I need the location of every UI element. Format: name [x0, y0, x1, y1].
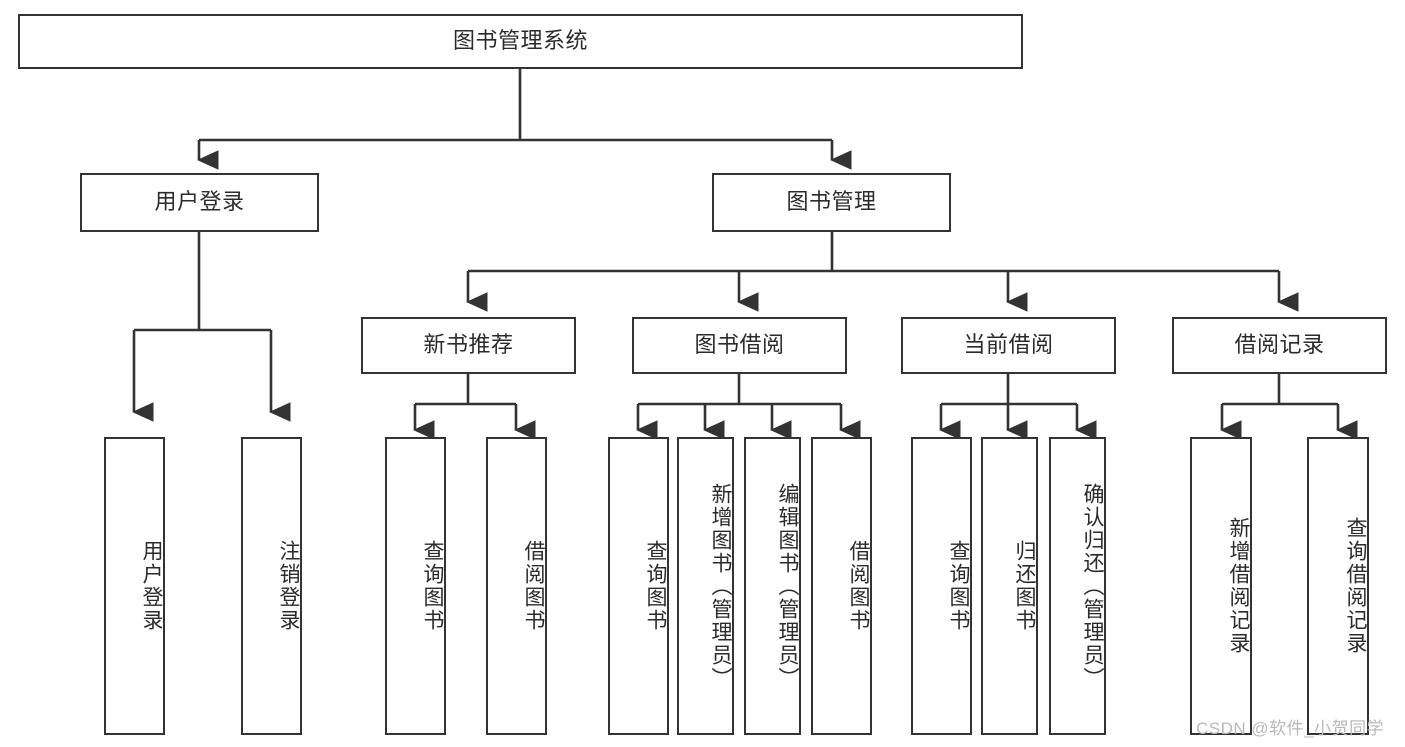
node-leaf-borrow-book-1-label: 借阅图书 [522, 540, 545, 632]
node-leaf-edit-book[interactable]: 编辑图书（管理员） [744, 437, 801, 735]
node-leaf-add-record[interactable]: 新增借阅记录 [1190, 437, 1252, 735]
node-leaf-query-book-3-label: 查询图书 [947, 540, 970, 632]
node-leaf-confirm-return-label: 确认归还（管理员） [1081, 482, 1104, 690]
node-leaf-add-book[interactable]: 新增图书（管理员） [677, 437, 734, 735]
node-leaf-user-logout[interactable]: 注销登录 [241, 437, 302, 735]
node-leaf-borrow-book-2-label: 借阅图书 [847, 540, 870, 632]
node-leaf-query-book-2[interactable]: 查询图书 [608, 437, 669, 735]
node-leaf-return-book-label: 归还图书 [1013, 540, 1036, 632]
node-root[interactable]: 图书管理系统 [18, 14, 1023, 69]
node-book-management-label: 图书管理 [786, 189, 877, 215]
csdn-watermark: CSDN @软件_小贺同学 [1196, 719, 1385, 738]
node-leaf-query-record-label: 查询借阅记录 [1344, 517, 1367, 655]
node-leaf-query-book-1[interactable]: 查询图书 [385, 437, 446, 735]
node-user-login-label: 用户登录 [154, 189, 245, 215]
node-leaf-add-book-label: 新增图书（管理员） [709, 482, 732, 690]
node-leaf-add-record-label: 新增借阅记录 [1227, 517, 1250, 655]
node-user-login[interactable]: 用户登录 [80, 173, 319, 232]
node-leaf-query-book-1-label: 查询图书 [421, 540, 444, 632]
node-borrow-record-label: 借阅记录 [1234, 332, 1325, 358]
node-leaf-query-book-2-label: 查询图书 [644, 540, 667, 632]
node-leaf-borrow-book-2[interactable]: 借阅图书 [811, 437, 872, 735]
node-leaf-user-login[interactable]: 用户登录 [104, 437, 165, 735]
node-book-borrow[interactable]: 图书借阅 [632, 317, 847, 374]
node-leaf-edit-book-label: 编辑图书（管理员） [776, 482, 799, 690]
node-new-book-recommend[interactable]: 新书推荐 [361, 317, 576, 374]
node-leaf-return-book[interactable]: 归还图书 [981, 437, 1038, 735]
node-leaf-query-book-3[interactable]: 查询图书 [911, 437, 972, 735]
node-book-borrow-label: 图书借阅 [694, 332, 785, 358]
node-leaf-user-login-label: 用户登录 [140, 540, 163, 632]
node-leaf-confirm-return[interactable]: 确认归还（管理员） [1049, 437, 1106, 735]
node-current-borrow[interactable]: 当前借阅 [901, 317, 1116, 374]
node-leaf-user-logout-label: 注销登录 [277, 540, 300, 632]
node-leaf-borrow-book-1[interactable]: 借阅图书 [486, 437, 547, 735]
node-new-book-recommend-label: 新书推荐 [423, 332, 514, 358]
node-borrow-record[interactable]: 借阅记录 [1172, 317, 1387, 374]
node-leaf-query-record[interactable]: 查询借阅记录 [1307, 437, 1369, 735]
node-root-label: 图书管理系统 [452, 28, 588, 54]
node-current-borrow-label: 当前借阅 [963, 332, 1054, 358]
node-book-management[interactable]: 图书管理 [712, 173, 951, 232]
